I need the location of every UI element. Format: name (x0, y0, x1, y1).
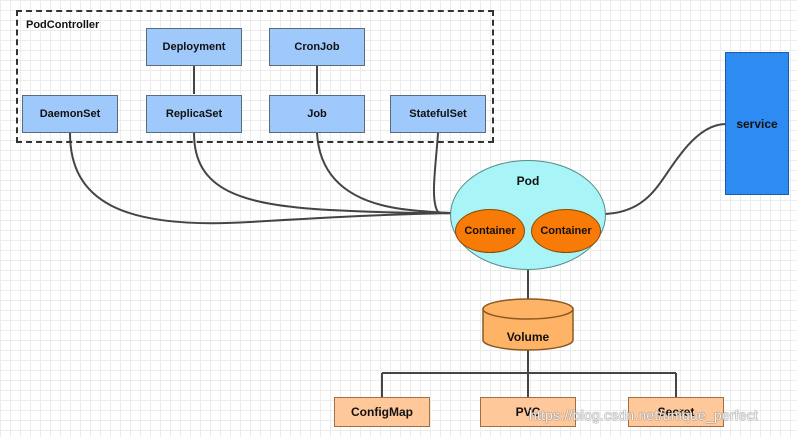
statefulset-node[interactable]: StatefulSet (390, 95, 486, 133)
statefulset-pod-line (432, 132, 456, 215)
job-node[interactable]: Job (269, 95, 365, 133)
configmap-node[interactable]: ConfigMap (334, 397, 430, 427)
pod-service-line (604, 123, 727, 215)
replicaset-node[interactable]: ReplicaSet (146, 95, 242, 133)
container-node[interactable]: Container (455, 209, 525, 253)
pod-label: Pod (516, 174, 540, 188)
secret-node[interactable]: Secret (628, 397, 724, 427)
volume-label: Volume (506, 330, 550, 344)
container-node[interactable]: Container (531, 209, 601, 253)
daemonset-pod-line (69, 132, 456, 225)
watermark-text: https://blog.csdn.net/unique_perfect (529, 407, 759, 423)
podcontroller-group (16, 10, 494, 143)
volume-cylinder (482, 298, 574, 351)
service-node[interactable]: service (725, 52, 789, 195)
cronjob-node[interactable]: CronJob (269, 28, 365, 66)
deployment-node[interactable]: Deployment (146, 28, 242, 66)
group-title: PodController (26, 19, 100, 31)
replicaset-pod-line (193, 132, 456, 214)
daemonset-node[interactable]: DaemonSet (22, 95, 118, 133)
pvc-node[interactable]: PVC (480, 397, 576, 427)
